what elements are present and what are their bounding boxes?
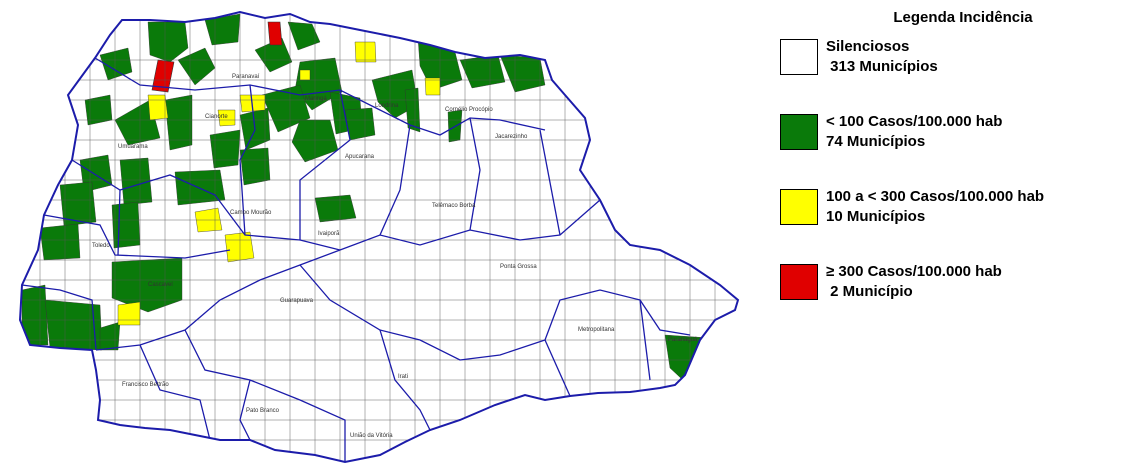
- city-label: Cascavel: [148, 282, 173, 288]
- legend-label: 100 a < 300 Casos/100.000 hab: [826, 188, 1045, 205]
- city-labels: Umuarama Cianorte Paranavaí Maringá Lond…: [92, 74, 698, 439]
- city-label: Londrina: [375, 103, 399, 109]
- city-label: Umuarama: [118, 144, 148, 150]
- legend-item-under-100: < 100 Casos/100.000 hab 74 Municípios: [780, 112, 1120, 162]
- legend-item-100-to-300: 100 a < 300 Casos/100.000 hab 10 Municípi…: [780, 187, 1120, 237]
- city-label: União da Vitória: [350, 433, 393, 439]
- legend-label: Silenciosos: [826, 38, 910, 55]
- legend-item-over-300: ≥ 300 Casos/100.000 hab 2 Município: [780, 262, 1120, 312]
- legend-label: < 100 Casos/100.000 hab: [826, 113, 1003, 130]
- legend-text: ≥ 300 Casos/100.000 hab 2 Município: [826, 262, 1002, 302]
- regional-borders: [21, 57, 691, 462]
- city-label: Toledo: [92, 243, 110, 249]
- city-label: Ponta Grossa: [500, 264, 537, 270]
- legend-text: Silenciosos 313 Municípios: [826, 37, 938, 77]
- legend-count: 313 Municípios: [826, 58, 938, 75]
- legend-count: 10 Municípios: [826, 208, 926, 225]
- legend-swatch-yellow: [780, 189, 818, 225]
- city-label: Irati: [398, 374, 408, 380]
- city-label: Telêmaco Borba: [432, 203, 476, 209]
- city-label: Apucarana: [345, 154, 375, 160]
- city-label: Maringá: [305, 96, 327, 102]
- legend-title: Legenda Incidência: [893, 9, 1033, 26]
- city-label: Ivaiporã: [318, 231, 340, 237]
- city-label: Pato Branco: [246, 408, 280, 414]
- legend-count: 2 Município: [826, 283, 913, 300]
- city-label: Paranaguá: [668, 337, 698, 343]
- city-label: Guarapuava: [280, 298, 314, 304]
- legend-swatch-white: [780, 39, 818, 75]
- city-label: Cornélio Procópio: [445, 107, 493, 113]
- city-label: Campo Mourão: [230, 210, 272, 216]
- city-label: Metropolitana: [578, 327, 615, 333]
- legend-swatch-red: [780, 264, 818, 300]
- legend-label: ≥ 300 Casos/100.000 hab: [826, 263, 1002, 280]
- city-label: Francisco Beltrão: [122, 382, 169, 388]
- city-label: Jacarezinho: [495, 134, 528, 140]
- city-label: Cianorte: [205, 114, 228, 120]
- legend-swatch-green: [780, 114, 818, 150]
- city-label: Paranavaí: [232, 74, 260, 80]
- parana-incidence-map: Umuarama Cianorte Paranavaí Maringá Lond…: [19, 11, 739, 463]
- legend-text: < 100 Casos/100.000 hab 74 Municípios: [826, 112, 1002, 152]
- legend-count: 74 Municípios: [826, 133, 926, 150]
- red-municipalities: [151, 21, 283, 93]
- green-municipalities: [21, 13, 711, 383]
- legend-text: 100 a < 300 Casos/100.000 hab 10 Municípi…: [826, 187, 1044, 227]
- legend-item-silenciosos: Silenciosos 313 Municípios: [780, 37, 1120, 87]
